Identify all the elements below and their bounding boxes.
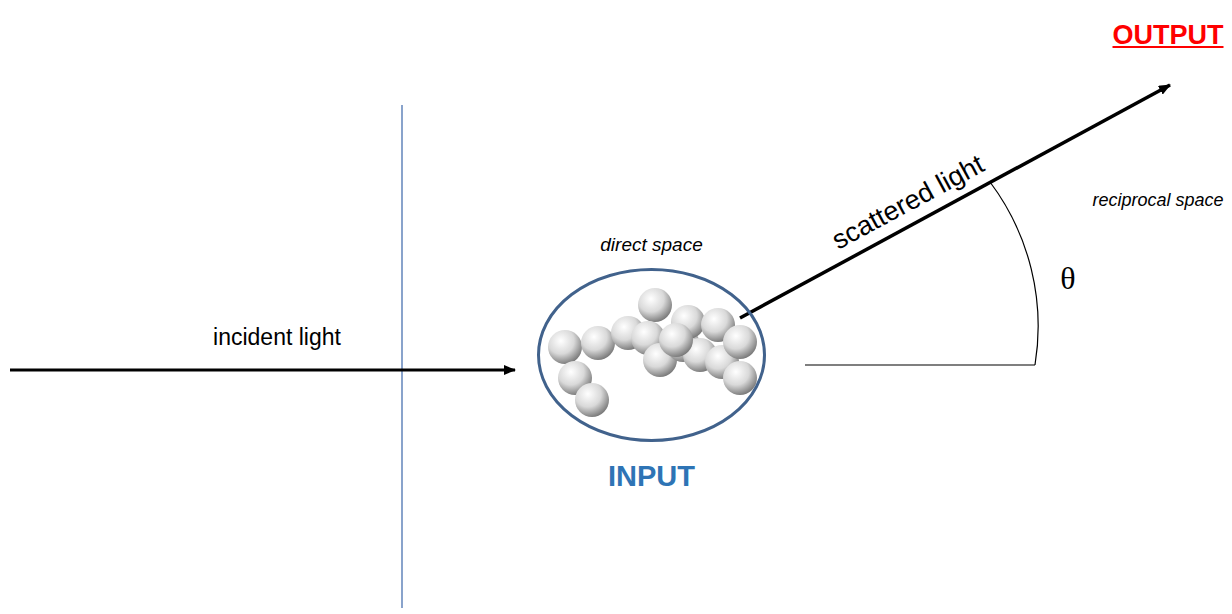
particle — [638, 288, 672, 322]
incident-arrow — [10, 369, 515, 372]
particle — [723, 361, 757, 395]
reference-line — [805, 364, 1035, 365]
circle-outline — [537, 268, 766, 442]
plane-line — [401, 105, 402, 608]
particle — [575, 383, 609, 417]
angle-arc — [990, 182, 1038, 365]
angle-symbol: θ — [1060, 260, 1075, 297]
particle — [723, 325, 757, 359]
space-label: direct space — [600, 234, 702, 256]
space-label: reciprocal space — [1092, 190, 1223, 211]
sample-circle: direct spaceINPUT — [537, 268, 766, 442]
particle-cluster — [548, 288, 757, 417]
scattered-label: scattered light — [827, 149, 990, 256]
output-label: OUTPUT — [1113, 20, 1224, 51]
input-label: INPUT — [608, 460, 695, 493]
particle — [659, 323, 693, 357]
particle — [548, 330, 582, 364]
particle — [581, 326, 615, 360]
incident-label: incident light — [213, 324, 341, 350]
